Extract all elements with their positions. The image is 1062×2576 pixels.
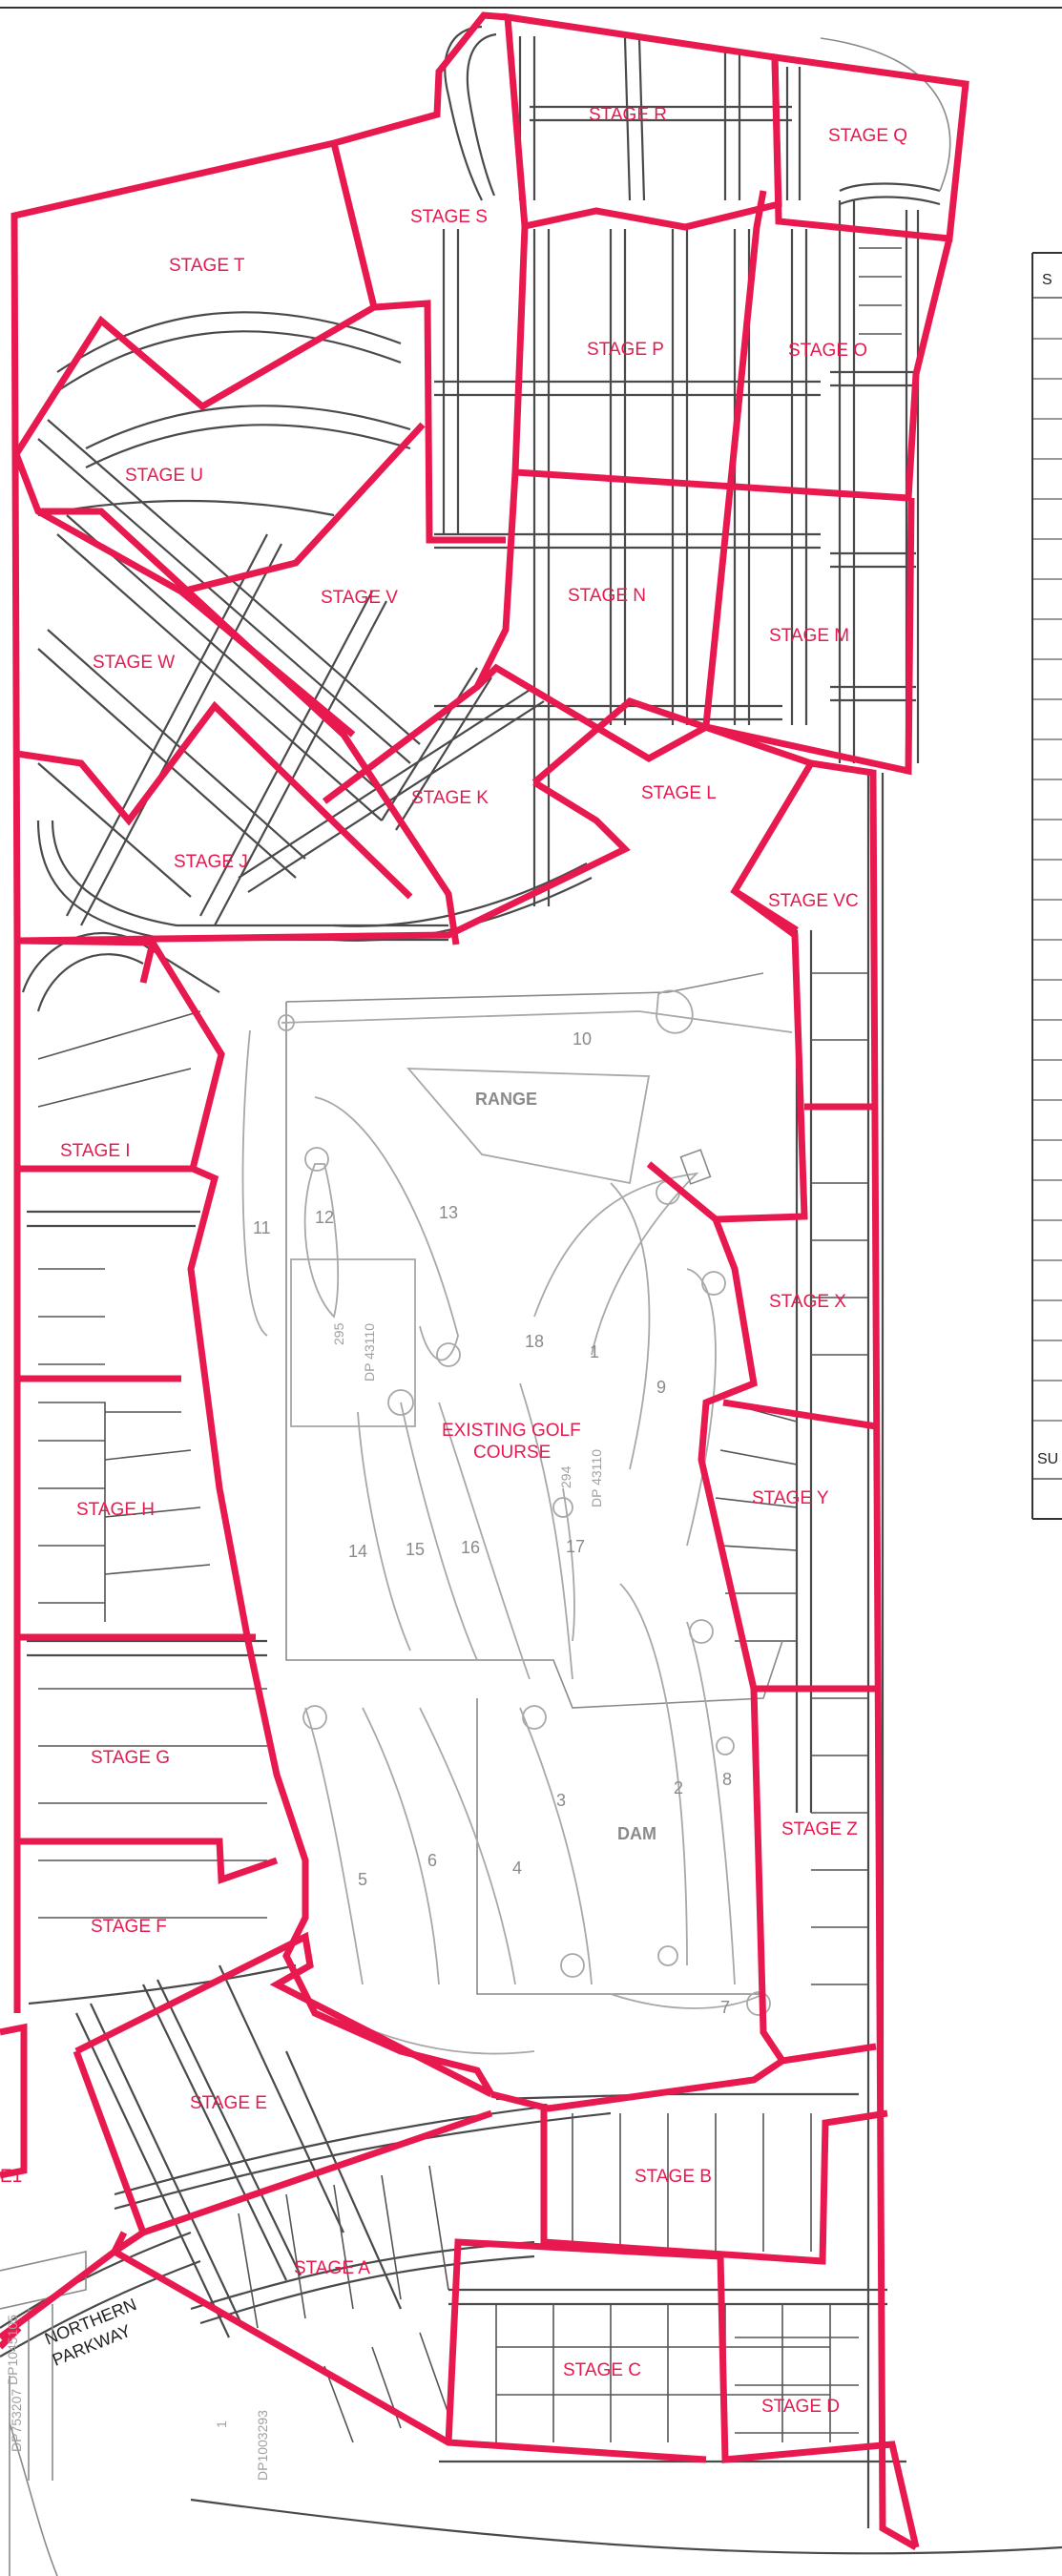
stage-label-e: STAGE E: [190, 2093, 267, 2113]
table-subtotal-cell: SU: [1037, 1451, 1058, 1467]
stage-label-y: STAGE Y: [752, 1488, 829, 1508]
stage-label-g: STAGE G: [91, 1748, 170, 1768]
hole-13-label: 13: [439, 1203, 458, 1222]
stage-label-p: STAGE P: [587, 340, 664, 360]
stage-label-vc: STAGE VC: [768, 891, 859, 911]
stage-label-u: STAGE U: [125, 466, 203, 486]
dp-753207-label: DP753207: [9, 2389, 24, 2452]
dp-43110-label-a: DP 43110: [362, 1323, 377, 1381]
hole-16-label: 16: [461, 1538, 480, 1557]
stage-boundaries: [0, 11, 969, 2551]
hole-17-label: 17: [566, 1537, 585, 1556]
stage-label-v: STAGE V: [321, 588, 398, 608]
stage-label-r: STAGE R: [589, 105, 667, 125]
dam-label: DAM: [617, 1824, 656, 1843]
golf-course-label-line1: EXISTING GOLF: [442, 1421, 581, 1441]
stage-label-i: STAGE I: [60, 1141, 131, 1161]
hole-4-label: 4: [512, 1859, 522, 1878]
road-labels: NORTHERN PARKWAY: [42, 2295, 139, 2370]
lot-1-label: 1: [214, 2420, 229, 2428]
table-header-cell: S: [1042, 272, 1052, 288]
stage-label-z: STAGE Z: [781, 1819, 858, 1839]
street-network: [0, 25, 1062, 2576]
stage-label-o: STAGE O: [788, 341, 867, 361]
stage-label-a: STAGE A: [294, 2258, 370, 2278]
stage-label-l: STAGE L: [641, 783, 717, 803]
hole-5-label: 5: [358, 1870, 367, 1889]
stage-label-t: STAGE T: [169, 256, 245, 276]
lot-294-label: 294: [558, 1465, 573, 1488]
stage-label-w: STAGE W: [93, 653, 175, 673]
golf-course-label-line2: COURSE: [473, 1443, 551, 1463]
hole-11-label: 11: [253, 1218, 271, 1237]
hole-3-label: 3: [556, 1791, 566, 1810]
stage-label-e1: E1: [0, 2167, 22, 2187]
stage-label-f: STAGE F: [91, 1917, 167, 1937]
stage-label-k: STAGE K: [411, 788, 489, 808]
golf-course: [241, 972, 793, 2055]
stage-label-m: STAGE M: [769, 626, 849, 646]
lot-labels: DP 43110 295 294 DP 43110 DP1003293 1 DP…: [5, 1322, 604, 2481]
stage-labels: STAGE R STAGE Q STAGE S STAGE T STAGE P …: [0, 105, 907, 2417]
dp-1045105-label: DP1045105: [5, 2315, 20, 2385]
stage-label-n: STAGE N: [568, 586, 646, 606]
stage-label-c: STAGE C: [563, 2360, 641, 2380]
stage-label-j: STAGE J: [174, 852, 248, 872]
stage-label-h: STAGE H: [76, 1500, 155, 1520]
hole-10-label: 10: [573, 1029, 592, 1049]
hole-2-label: 2: [674, 1778, 683, 1797]
stage-table-fragment: S SU: [1031, 252, 1062, 1520]
lot-295-label: 295: [331, 1322, 346, 1345]
hole-14-label: 14: [348, 1542, 367, 1561]
hole-6-label: 6: [427, 1851, 437, 1870]
stage-label-d: STAGE D: [761, 2397, 840, 2417]
hole-8-label: 8: [722, 1770, 732, 1789]
range-label: RANGE: [475, 1090, 537, 1109]
stage-label-x: STAGE X: [769, 1292, 846, 1312]
hole-9-label: 9: [656, 1378, 666, 1397]
hole-15-label: 15: [406, 1540, 425, 1559]
hole-12-label: 12: [315, 1208, 334, 1227]
hole-1-label: 1: [590, 1342, 599, 1361]
dp-43110-label-b: DP 43110: [589, 1449, 604, 1507]
stage-label-q: STAGE Q: [828, 126, 907, 146]
stage-label-b: STAGE B: [635, 2167, 712, 2187]
dp-1003293-label: DP1003293: [255, 2410, 270, 2481]
hole-18-label: 18: [525, 1332, 544, 1351]
golf-labels: EXISTING GOLF COURSE RANGE DAM 10 11 12 …: [253, 1029, 732, 2017]
hole-7-label: 7: [720, 1998, 730, 2017]
stage-label-s: STAGE S: [410, 207, 488, 227]
